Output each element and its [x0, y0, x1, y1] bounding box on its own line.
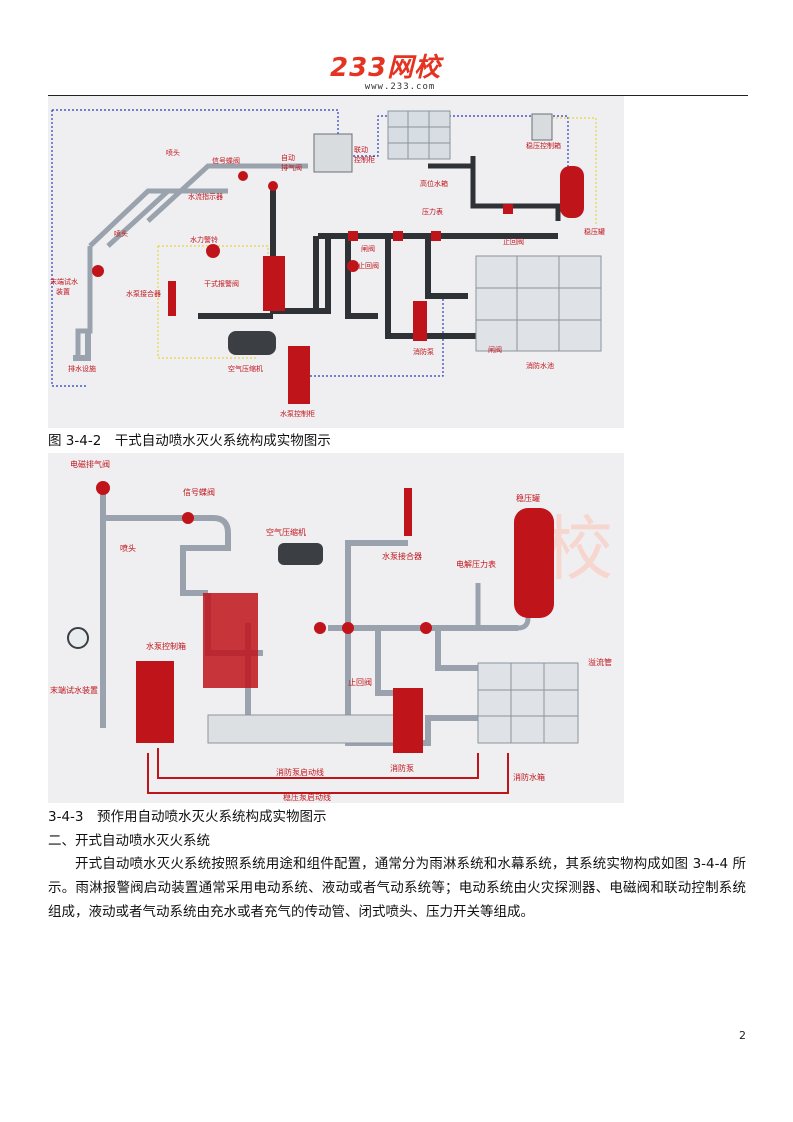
figure-dry-sprinkler-diagram: 喷头 信号蝶阀 自动 排气阀 联动 控制柜 高位水箱 稳压控制箱 水流指示器 喷…	[50, 109, 605, 418]
svg-text:消防泵: 消防泵	[390, 763, 414, 773]
svg-text:末端试水装置: 末端试水装置	[50, 685, 98, 695]
svg-text:信号蝶阀: 信号蝶阀	[183, 487, 215, 497]
svg-text:水泵接合器: 水泵接合器	[126, 289, 161, 298]
body-paragraph: 开式自动喷水灭火系统按照系统用途和组件配置，通常分为雨淋系统和水幕系统，其系统实…	[48, 856, 746, 920]
logo-url-text: www.233.com	[364, 82, 436, 92]
figure-preaction-sprinkler-diagram: 校 电磁排气阀 信号蝶阀 喷头 空气压	[50, 459, 613, 802]
svg-text:空气压缩机: 空气压缩机	[266, 527, 306, 537]
svg-text:稳压泵启动线: 稳压泵启动线	[283, 792, 331, 802]
svg-text:校: 校	[543, 508, 613, 590]
svg-text:信号蝶阀: 信号蝶阀	[212, 156, 240, 165]
svg-text:止回阀: 止回阀	[358, 261, 379, 270]
svg-text:排水设施: 排水设施	[68, 364, 96, 373]
svg-text:闸阀: 闸阀	[361, 244, 375, 253]
svg-text:空气压缩机: 空气压缩机	[228, 364, 263, 373]
svg-text:稳压控制箱: 稳压控制箱	[526, 141, 561, 150]
header-divider	[48, 95, 748, 96]
page-number: 2	[739, 1029, 746, 1042]
svg-text:电解压力表: 电解压力表	[456, 559, 496, 569]
svg-text:水泵接合器: 水泵接合器	[382, 551, 422, 561]
section-title: 二、开式自动喷水灭火系统	[48, 833, 210, 849]
svg-text:闸阀: 闸阀	[488, 345, 502, 354]
svg-text:控制柜: 控制柜	[354, 155, 375, 164]
svg-text:装置: 装置	[56, 287, 70, 296]
svg-text:喷头: 喷头	[120, 543, 136, 553]
svg-text:压力表: 压力表	[422, 207, 443, 216]
svg-text:水泵控制柜: 水泵控制柜	[280, 409, 315, 418]
svg-text:高位水箱: 高位水箱	[420, 179, 448, 188]
svg-text:溢流管: 溢流管	[588, 657, 612, 667]
svg-text:联动: 联动	[354, 145, 368, 154]
svg-text:喷头: 喷头	[114, 229, 128, 238]
header-logo: 233网校 www.233.com	[330, 55, 470, 95]
logo-main-text: 233网校	[330, 53, 442, 83]
svg-text:末端试水: 末端试水	[50, 277, 78, 286]
svg-text:稳压罐: 稳压罐	[516, 493, 540, 503]
svg-text:消防水池: 消防水池	[526, 361, 554, 370]
figure1-caption: 图 3-4-2 干式自动喷水灭火系统构成实物图示	[48, 433, 331, 449]
svg-text:水流指示器: 水流指示器	[188, 192, 223, 201]
figure-dry-sprinkler-system: 喷头 信号蝶阀 自动 排气阀 联动 控制柜 高位水箱 稳压控制箱 水流指示器 喷…	[48, 96, 624, 428]
svg-text:水泵控制箱: 水泵控制箱	[146, 641, 186, 651]
svg-text:排气阀: 排气阀	[281, 163, 302, 172]
svg-text:止回阀: 止回阀	[348, 677, 372, 687]
svg-text:消防水箱: 消防水箱	[513, 772, 545, 782]
figure2-caption: 3-4-3 预作用自动喷水灭火系统构成实物图示	[48, 809, 327, 825]
svg-text:水力警铃: 水力警铃	[190, 235, 218, 244]
svg-text:喷头: 喷头	[166, 148, 180, 157]
svg-text:消防泵启动线: 消防泵启动线	[276, 767, 324, 777]
svg-text:自动: 自动	[281, 153, 295, 162]
svg-text:干式报警阀: 干式报警阀	[204, 279, 239, 288]
svg-text:止回阀: 止回阀	[503, 237, 524, 246]
svg-text:稳压罐: 稳压罐	[584, 227, 605, 236]
svg-text:电磁排气阀: 电磁排气阀	[70, 459, 110, 469]
figure-preaction-sprinkler-system: 校 电磁排气阀 信号蝶阀 喷头 空气压	[48, 453, 624, 803]
svg-text:消防泵: 消防泵	[413, 347, 434, 356]
